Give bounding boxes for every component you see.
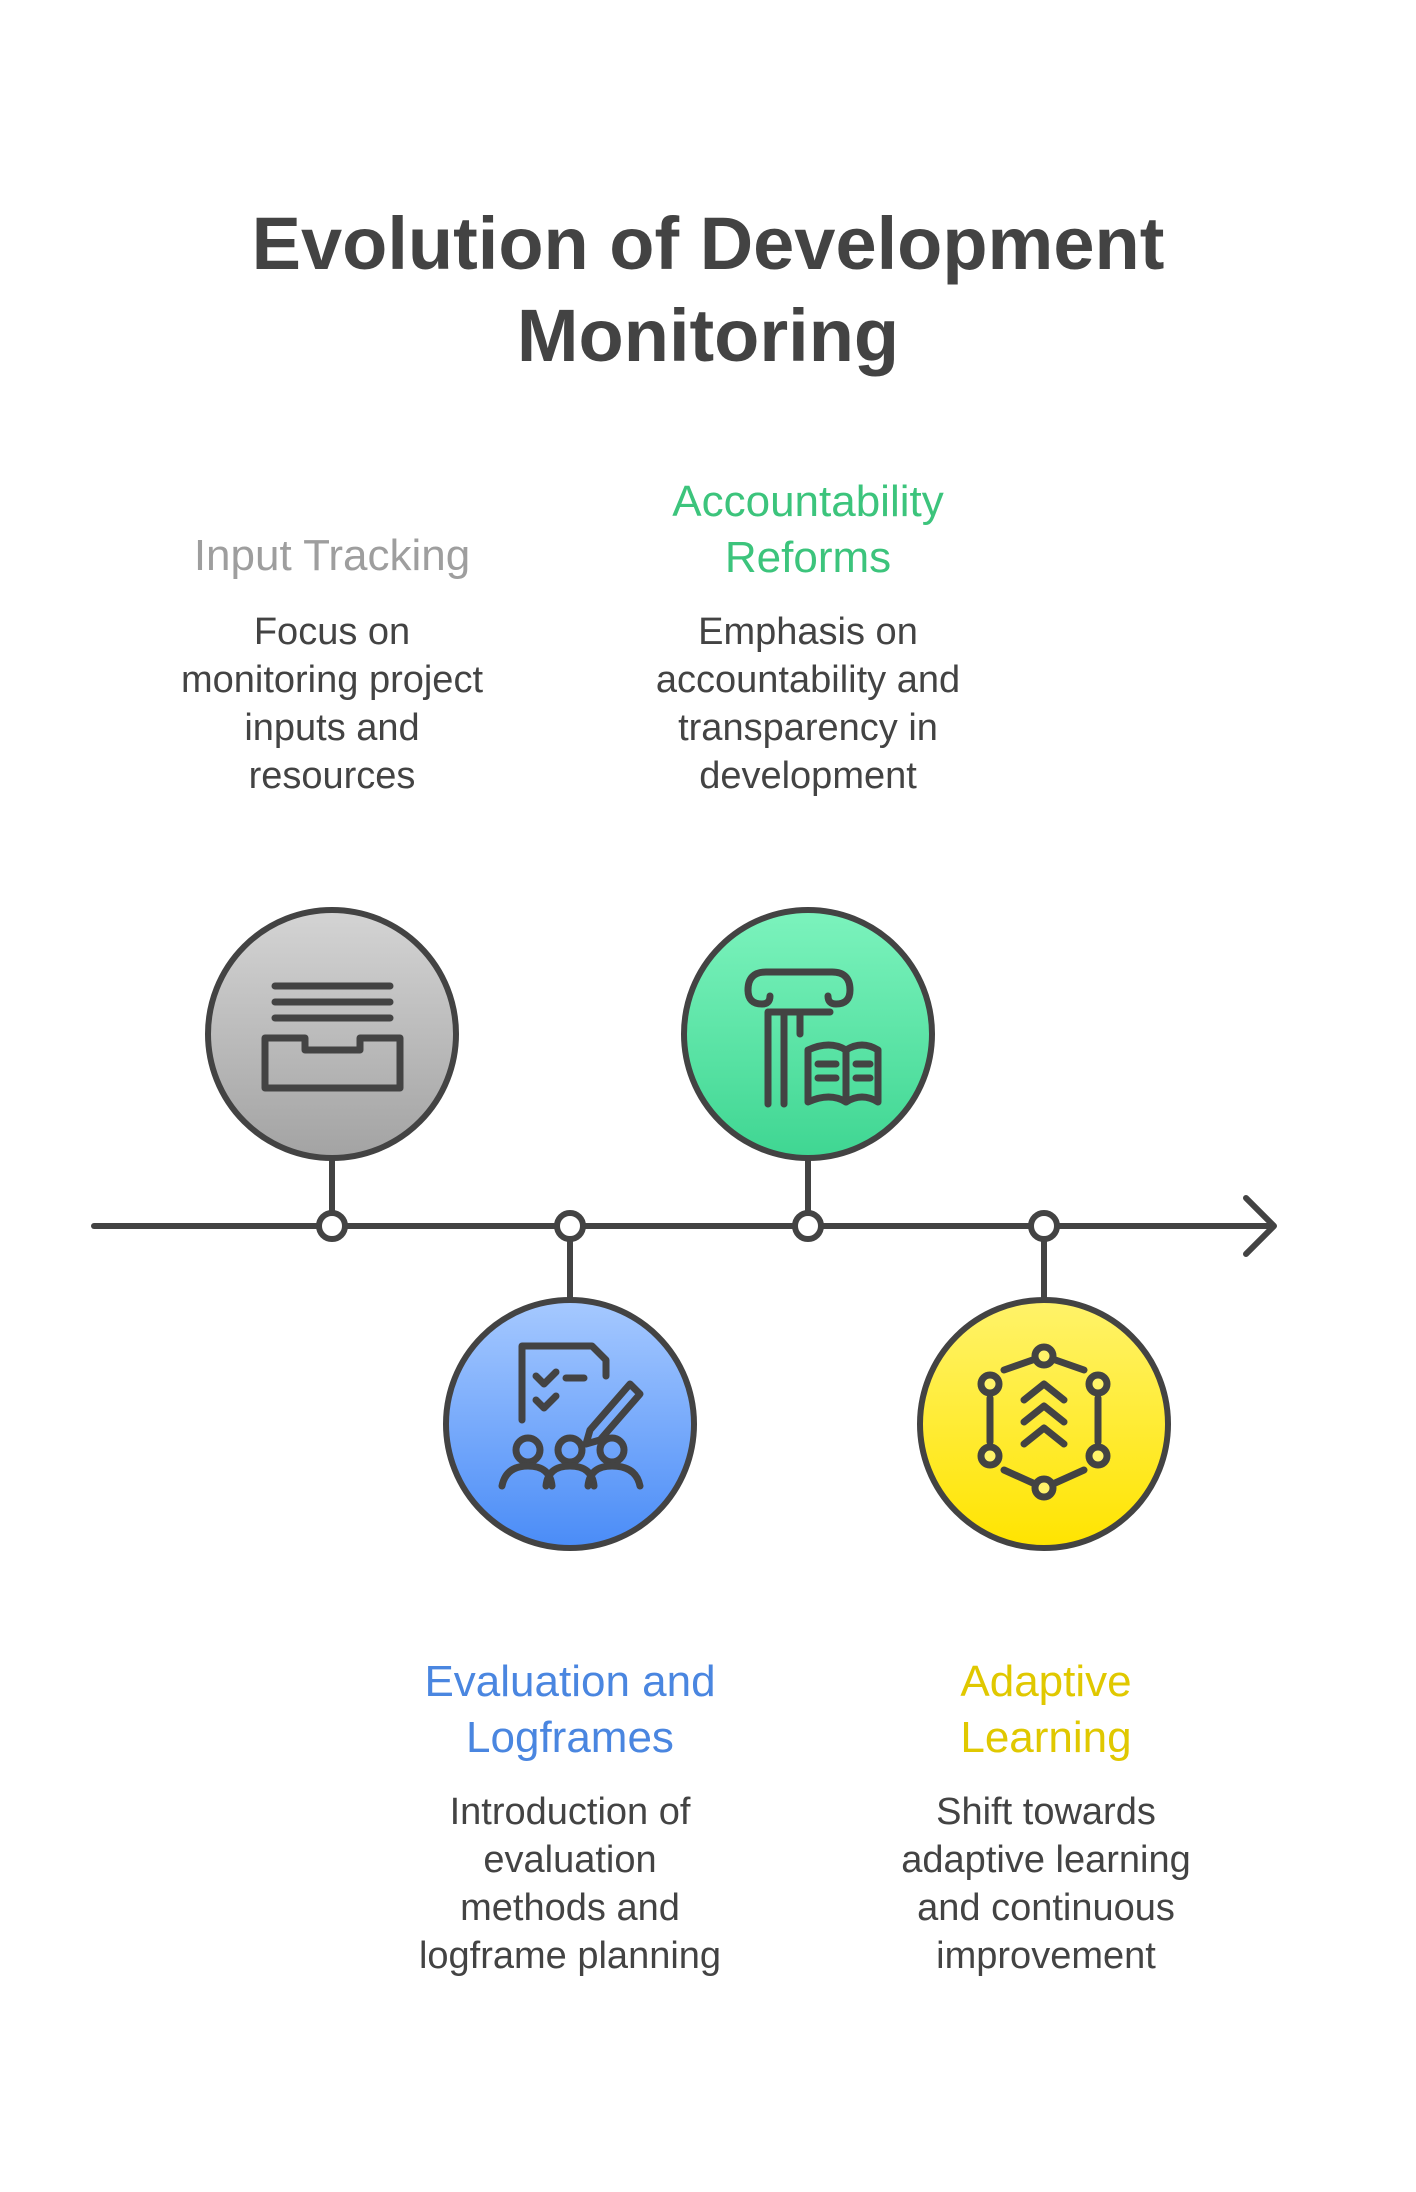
node-accountability	[792, 1210, 824, 1242]
description-line: accountability and	[655, 659, 961, 701]
description-line: Focus on	[253, 611, 411, 653]
description-line: adaptive learning	[901, 1839, 1191, 1881]
heading-line: Reforms	[724, 533, 892, 582]
heading-input-tracking: Input Tracking	[122, 528, 542, 584]
node-adaptive	[1028, 1210, 1060, 1242]
title-line-1: Evolution of Development	[251, 202, 1165, 285]
description-line: logframe planning	[418, 1935, 722, 1977]
inbox-tray-icon	[261, 982, 404, 1092]
description-line: inputs and	[244, 707, 420, 749]
heading-evaluation-logframes: Evaluation and Logframes	[360, 1654, 780, 1766]
heading-line: Evaluation and	[424, 1657, 716, 1706]
description-accountability-reforms: Emphasis on accountability and transpare…	[598, 608, 1018, 800]
circle-evaluation	[443, 1297, 697, 1551]
page-title: Evolution of Development Monitoring	[0, 198, 1416, 382]
heading-line: Adaptive	[960, 1657, 1132, 1706]
node-input-tracking	[316, 1210, 348, 1242]
description-line: resources	[248, 755, 416, 797]
heading-adaptive-learning: Adaptive Learning	[836, 1654, 1256, 1766]
title-line-2: Monitoring	[516, 294, 900, 377]
description-line: development	[699, 755, 917, 797]
heading-line: Accountability	[672, 477, 944, 526]
heading-line: Logframes	[466, 1713, 674, 1762]
network-chevrons-icon	[977, 1343, 1111, 1501]
description-line: evaluation	[483, 1839, 657, 1881]
description-line: transparency in	[678, 707, 938, 749]
description-line: monitoring project	[180, 659, 484, 701]
description-line: methods and	[460, 1887, 680, 1929]
description-line: Shift towards	[936, 1791, 1156, 1833]
description-line: Introduction of	[449, 1791, 691, 1833]
description-input-tracking: Focus on monitoring project inputs and r…	[122, 608, 542, 800]
description-line: and continuous	[917, 1887, 1175, 1929]
node-evaluation	[554, 1210, 586, 1242]
heading-line: Learning	[960, 1713, 1132, 1762]
description-adaptive-learning: Shift towards adaptive learning and cont…	[836, 1788, 1256, 1980]
circle-input-tracking	[205, 907, 459, 1161]
pillar-book-icon	[744, 968, 882, 1108]
heading-line: Input Tracking	[193, 531, 471, 580]
description-line: Emphasis on	[698, 611, 918, 653]
circle-adaptive	[917, 1297, 1171, 1551]
heading-accountability-reforms: Accountability Reforms	[598, 474, 1018, 586]
timeline-axis	[91, 1195, 1277, 1257]
checklist-team-icon	[498, 1342, 644, 1490]
arrow-head-icon	[1243, 1195, 1277, 1257]
circle-accountability	[681, 907, 935, 1161]
description-line: improvement	[936, 1935, 1156, 1977]
description-evaluation-logframes: Introduction of evaluation methods and l…	[360, 1788, 780, 1980]
